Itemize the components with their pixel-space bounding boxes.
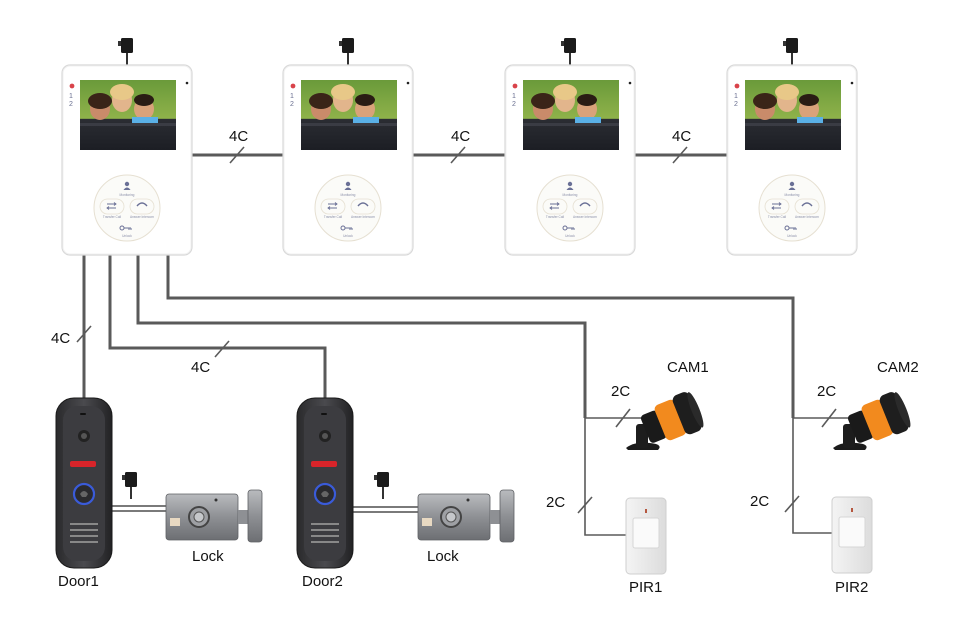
wire-labels: 4C 4C 4C 4C 4C 2C 2C 2C 2C <box>51 128 836 511</box>
indicator-1: 1 <box>512 93 516 100</box>
answer-intercom-button-label: Answer Intercom <box>351 215 375 219</box>
pir-sensor-1: PIR1 <box>625 497 667 596</box>
pir-1-label: PIR1 <box>629 579 662 596</box>
indicator-2: 2 <box>734 101 738 108</box>
camera-1: CAM1 <box>626 359 709 450</box>
motion-sensor-icon <box>831 496 873 574</box>
lock-1-label: Lock <box>192 548 224 565</box>
power-adapter-icon <box>338 37 355 66</box>
monitoring-button-label: Monitoring <box>120 193 135 197</box>
monitor-1: 1 2 Monitoring Transfer Call Answer Inte… <box>61 37 193 256</box>
lock-2-label: Lock <box>427 548 459 565</box>
transfer-call-button-label: Transfer Call <box>546 215 564 219</box>
monitoring-button-label: Monitoring <box>341 193 356 197</box>
power-adapter-icon <box>117 37 134 66</box>
door-1-label: Door1 <box>58 573 99 590</box>
indicator-1: 1 <box>69 93 73 100</box>
wire-pir2 <box>792 418 833 534</box>
monitoring-button-label: Monitoring <box>785 193 800 197</box>
wire-label-pir1: 2C <box>546 494 565 511</box>
doorbell-camera-icon <box>54 396 114 570</box>
motion-sensor-icon <box>625 497 667 575</box>
door-station-2: Lock Door2 <box>295 396 515 590</box>
indicator-1: 1 <box>290 93 294 100</box>
cam-2-label: CAM2 <box>877 359 919 376</box>
monitor-2: 1 2 Monitoring Transfer Call Answer Inte… <box>282 37 414 256</box>
answer-intercom-button-label: Answer Intercom <box>795 215 819 219</box>
electric-lock-icon <box>417 489 515 543</box>
indicator-1: 1 <box>734 93 738 100</box>
answer-intercom-button-label: Answer Intercom <box>130 215 154 219</box>
indicator-2: 2 <box>512 101 516 108</box>
indoor-monitor <box>726 64 858 256</box>
wire-label-door1: 4C <box>51 330 70 347</box>
indoor-monitor <box>504 64 636 256</box>
wire-slashes <box>76 146 837 514</box>
wire-monitor1-cam2-pir2 <box>166 255 795 418</box>
wire-label-cam2: 2C <box>817 383 836 400</box>
wire-monitor1-door2 <box>108 255 327 400</box>
unlock-button-label: Unlock <box>122 234 132 238</box>
unlock-button-label: Unlock <box>343 234 353 238</box>
power-adapter-icon <box>782 37 799 66</box>
transfer-call-button-label: Transfer Call <box>324 215 342 219</box>
indoor-monitor <box>61 64 193 256</box>
wire-label-pir2: 2C <box>750 493 769 510</box>
wire-label-cam1: 2C <box>611 383 630 400</box>
transfer-call-button-label: Transfer Call <box>103 215 121 219</box>
indicator-2: 2 <box>290 101 294 108</box>
monitor-4: 1 2 Monitoring Transfer Call Answer Inte… <box>726 37 858 256</box>
unlock-button-label: Unlock <box>787 234 797 238</box>
indoor-monitor <box>282 64 414 256</box>
door-2-label: Door2 <box>302 573 343 590</box>
pir-2-label: PIR2 <box>835 579 868 596</box>
power-adapter-icon <box>373 471 390 500</box>
wire-pir1 <box>584 418 626 536</box>
wire-monitor1-cam1-pir1 <box>136 255 587 418</box>
wire-label-m3-m4: 4C <box>672 128 691 145</box>
security-camera-icon <box>626 388 708 450</box>
lock-wires <box>112 505 420 513</box>
wires <box>82 153 795 418</box>
doorbell-camera-icon <box>295 396 355 570</box>
electric-lock-icon <box>165 489 263 543</box>
power-adapter-icon <box>121 471 138 500</box>
security-camera-icon <box>833 388 915 450</box>
monitor-3: 1 2 Monitoring Transfer Call Answer Inte… <box>504 37 636 256</box>
wire-label-m2-m3: 4C <box>451 128 470 145</box>
wire-label-door2: 4C <box>191 359 210 376</box>
monitoring-button-label: Monitoring <box>563 193 578 197</box>
unlock-button-label: Unlock <box>565 234 575 238</box>
door-station-1: Lock Door1 <box>54 396 263 590</box>
camera-2: CAM2 <box>833 359 919 450</box>
indicator-2: 2 <box>69 101 73 108</box>
answer-intercom-button-label: Answer Intercom <box>573 215 597 219</box>
transfer-call-button-label: Transfer Call <box>768 215 786 219</box>
power-adapter-icon <box>560 37 577 66</box>
cam-1-label: CAM1 <box>667 359 709 376</box>
wire-label-m1-m2: 4C <box>229 128 248 145</box>
pir-sensor-2: PIR2 <box>831 496 873 596</box>
